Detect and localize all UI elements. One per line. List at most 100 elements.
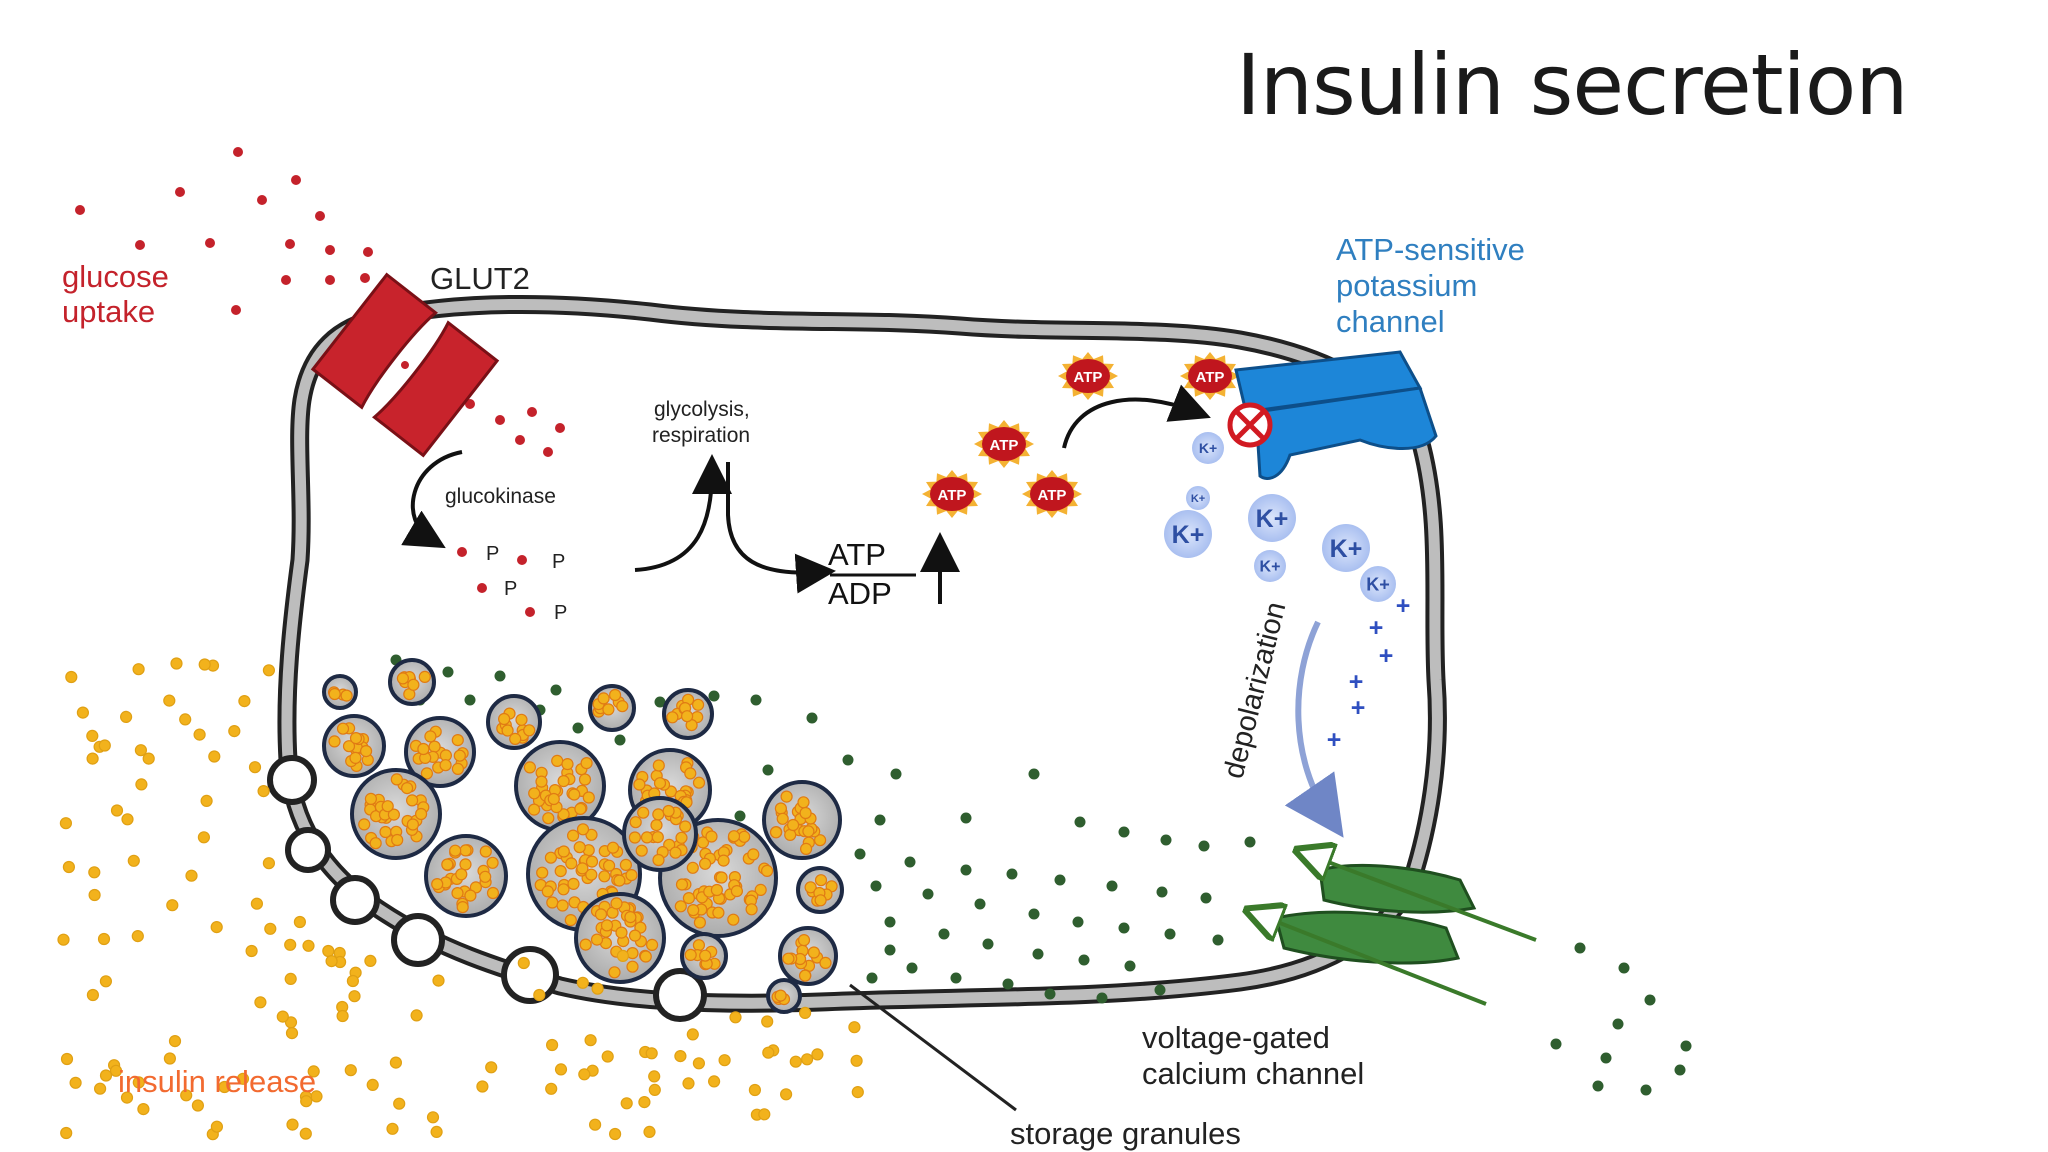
calcium-ion	[842, 754, 854, 766]
insulin-core	[401, 781, 414, 795]
insulin-molecule	[584, 1034, 597, 1047]
insulin-core	[523, 761, 537, 774]
atp-adp-ratio	[830, 532, 960, 604]
insulin-core	[573, 841, 586, 854]
calcium-ion	[572, 722, 584, 734]
insulin-core	[349, 731, 363, 745]
storage-granule	[404, 716, 476, 788]
insulin-core	[358, 818, 371, 831]
insulin-molecule	[250, 897, 263, 910]
insulin-molecule	[86, 988, 100, 1002]
insulin-core	[738, 830, 751, 843]
potassium-ion: K+	[1360, 566, 1396, 602]
insulin-core	[682, 891, 696, 905]
positive-charges: ++++++	[1327, 592, 1411, 754]
atp-label: ATP	[1196, 369, 1225, 386]
insulin-core	[693, 916, 707, 929]
calcium-ion	[974, 898, 986, 910]
insulin-core	[616, 700, 629, 713]
insulin-core	[328, 687, 341, 701]
insulin-molecule	[131, 929, 144, 943]
insulin-core	[498, 712, 511, 726]
insulin-core	[624, 910, 637, 924]
calcium-ion	[1028, 768, 1040, 780]
storage-granule	[778, 926, 838, 986]
insulin-molecule	[218, 1080, 231, 1094]
insulin-molecule	[93, 1082, 107, 1095]
insulin-molecule	[57, 933, 70, 946]
insulin-core	[578, 773, 592, 786]
insulin-core	[459, 844, 472, 857]
insulin-molecule	[517, 956, 530, 970]
insulin-core	[501, 724, 514, 737]
calcium-ion	[1674, 1064, 1686, 1076]
k-ion-label: K+	[1260, 559, 1281, 576]
insulin-molecule	[620, 1097, 633, 1110]
insulin-core	[464, 889, 477, 902]
insulin-core	[745, 903, 758, 916]
calcium-ion	[1600, 1052, 1612, 1064]
insulin-core	[807, 946, 821, 959]
calcium-ion	[1164, 928, 1176, 940]
insulin-core	[469, 881, 482, 894]
insulin-molecule	[848, 1021, 861, 1034]
glycolysis-label: glycolysis,	[654, 398, 750, 421]
insulin-core	[747, 848, 760, 861]
insulin-core	[486, 886, 500, 900]
insulin-core	[428, 740, 441, 753]
insulin-molecules	[57, 657, 864, 1141]
insulin-molecule	[638, 1095, 651, 1109]
calcium-ion	[1006, 868, 1018, 880]
insulin-molecule	[748, 1083, 762, 1097]
insulin-molecule	[346, 974, 359, 988]
insulin-core	[680, 710, 694, 723]
vgcc-label: voltage-gated	[1142, 1020, 1330, 1055]
insulin-core	[567, 877, 580, 891]
insulin-molecule	[257, 784, 270, 798]
k-ion-label: K+	[1172, 521, 1205, 549]
insulin-core	[653, 777, 667, 790]
insulin-core	[784, 828, 797, 842]
insulin-molecule	[648, 1070, 661, 1083]
insulin-molecule	[137, 1102, 150, 1116]
insulin-molecule	[674, 1049, 687, 1063]
calcium-ion	[708, 690, 720, 702]
insulin-core	[819, 956, 832, 970]
insulin-core	[379, 825, 392, 839]
insulin-core	[679, 820, 692, 833]
insulin-core	[390, 773, 403, 786]
insulin-molecule	[191, 1099, 204, 1112]
insulin-molecule	[245, 944, 258, 958]
insulin-molecule	[59, 817, 73, 830]
calcium-ion	[1618, 962, 1630, 974]
insulin-molecule	[616, 949, 630, 963]
insulin-molecule	[601, 1050, 614, 1063]
voltage-gated-calcium-channel	[1262, 856, 1537, 1006]
glucose-molecule	[527, 407, 537, 417]
calcium-ion	[734, 810, 746, 822]
insulin-molecule	[163, 1052, 176, 1065]
storage-granules	[322, 658, 844, 1014]
insulin-core	[582, 791, 595, 804]
insulin-core	[441, 858, 454, 871]
storage-granule	[588, 684, 636, 732]
positive-charge: +	[1351, 694, 1366, 722]
insulin-core	[798, 969, 812, 982]
insulin-core	[639, 950, 652, 963]
insulin-molecule	[322, 944, 335, 958]
glucose-molecule	[325, 245, 335, 255]
calcium-ion	[1106, 880, 1118, 892]
insulin-core	[509, 732, 522, 746]
insulin-molecule	[545, 1038, 559, 1052]
insulin-molecule	[285, 1026, 299, 1040]
glucose-6-phosphate: P P P P	[457, 543, 567, 624]
insulin-molecule	[811, 1048, 824, 1061]
insulin-core	[662, 804, 675, 818]
phosphate-label: P	[552, 551, 565, 573]
insulin-molecule	[648, 1083, 661, 1097]
insulin-core	[692, 939, 706, 952]
insulin-molecule	[284, 972, 297, 986]
calcium-ion	[1118, 922, 1130, 934]
calcium-ion	[1118, 826, 1130, 838]
glucose-molecule	[231, 305, 241, 315]
